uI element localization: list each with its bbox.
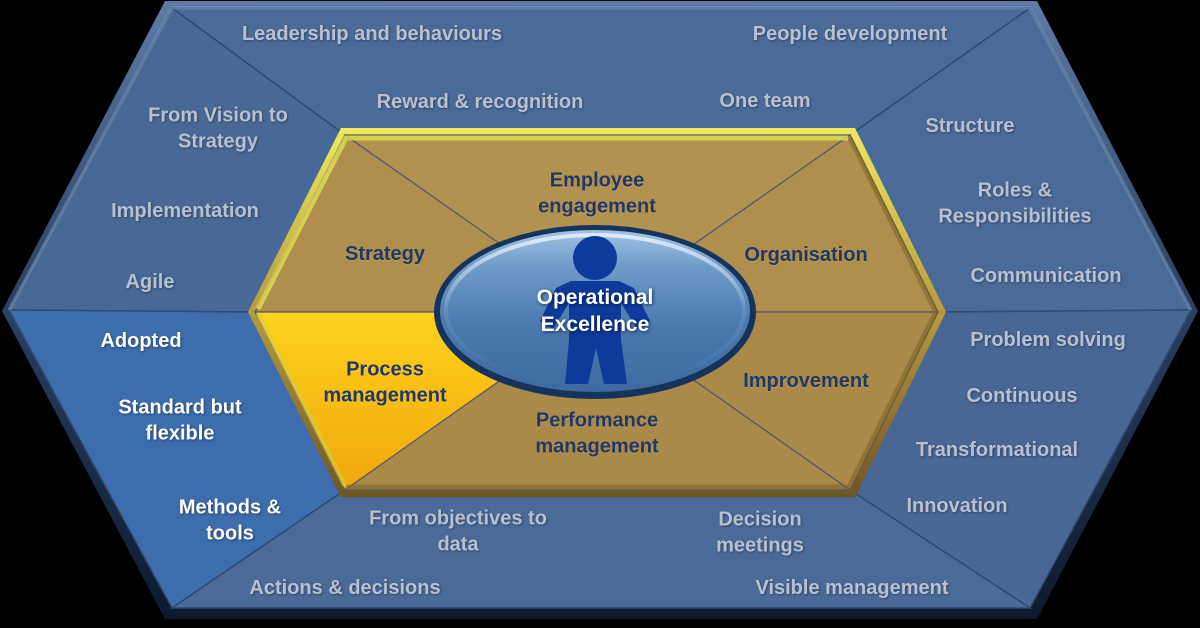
inner-hexagon-left-glow (255, 312, 348, 488)
inner-hexagon-highlight (255, 135, 848, 311)
center-ellipse-highlight (444, 233, 746, 387)
outer-hexagon-highlight (7, 6, 1193, 311)
inner-hexagon-shadow (346, 136, 939, 490)
person-icon (540, 236, 650, 384)
inner-segment-performance-management (343, 311, 852, 491)
